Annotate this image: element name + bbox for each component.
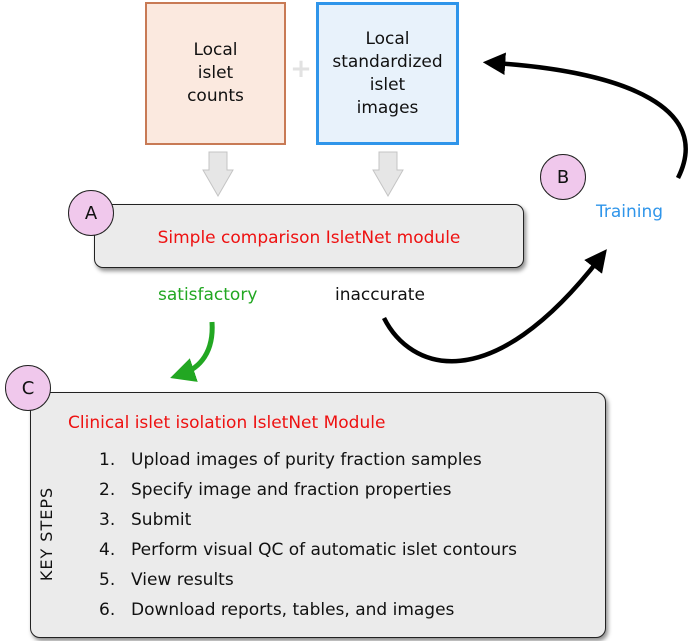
step-item: 1.Upload images of purity fraction sampl…	[99, 450, 482, 470]
badge-a: A	[68, 190, 114, 236]
counts-down-arrow	[202, 151, 234, 198]
clinical-isolation-module-title: Clinical islet isolation IsletNet Module	[68, 413, 386, 433]
local-islet-counts-box: Local islet counts	[145, 2, 286, 145]
inaccurate-arrow	[381, 249, 607, 364]
inaccurate-label: inaccurate	[335, 285, 425, 305]
local-standardized-islet-images-box: Local standardized islet images	[316, 2, 459, 145]
clinical-isolation-module: Clinical islet isolation IsletNet Module…	[30, 392, 606, 638]
training-label: Training	[596, 202, 664, 222]
key-steps-label: KEY STEPS	[37, 486, 56, 582]
images-down-arrow	[372, 151, 404, 198]
step-item: 4.Perform visual QC of automatic islet c…	[99, 540, 517, 560]
badge-c: C	[5, 365, 51, 411]
simple-comparison-module: Simple comparison IsletNet module	[94, 204, 524, 268]
plus-icon: +	[290, 54, 312, 84]
training-loop-arrow	[482, 52, 688, 180]
step-item: 2.Specify image and fraction properties	[99, 480, 452, 500]
step-item: 5.View results	[99, 570, 234, 590]
badge-b: B	[540, 154, 586, 200]
simple-comparison-module-title: Simple comparison IsletNet module	[157, 228, 461, 248]
local-standardized-islet-images-label: Local standardized islet images	[332, 28, 443, 118]
satisfactory-arrow	[170, 321, 215, 382]
key-steps-list: 1.Upload images of purity fraction sampl…	[99, 445, 517, 625]
step-item: 3.Submit	[99, 510, 192, 530]
local-islet-counts-label: Local islet counts	[187, 40, 244, 106]
step-item: 6.Download reports, tables, and images	[99, 600, 455, 620]
satisfactory-label: satisfactory	[158, 285, 258, 305]
